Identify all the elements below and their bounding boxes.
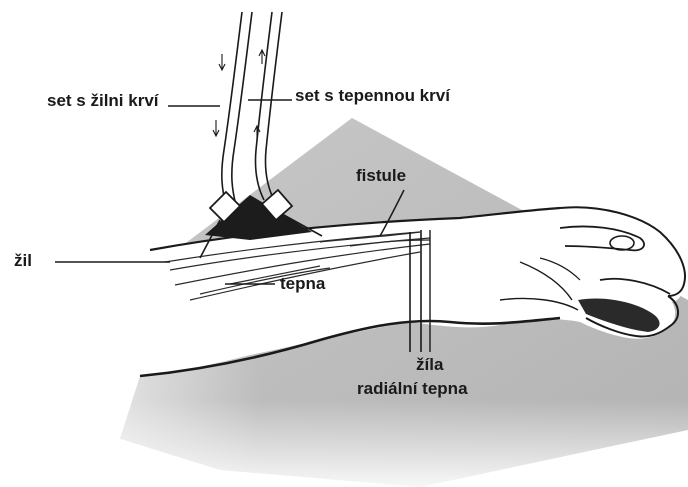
label-arterial-set: set s tepennou krví [295, 87, 450, 104]
label-fistula: fistule [356, 167, 406, 184]
label-venous-set: set s žilni krví [47, 92, 159, 109]
label-radial-artery: radiální tepna [357, 380, 468, 397]
flow-arrows [213, 50, 265, 140]
label-vein-left: žil [14, 252, 32, 269]
label-artery: tepna [280, 275, 325, 292]
tubing [222, 12, 282, 205]
label-vein: žíla [416, 356, 443, 373]
